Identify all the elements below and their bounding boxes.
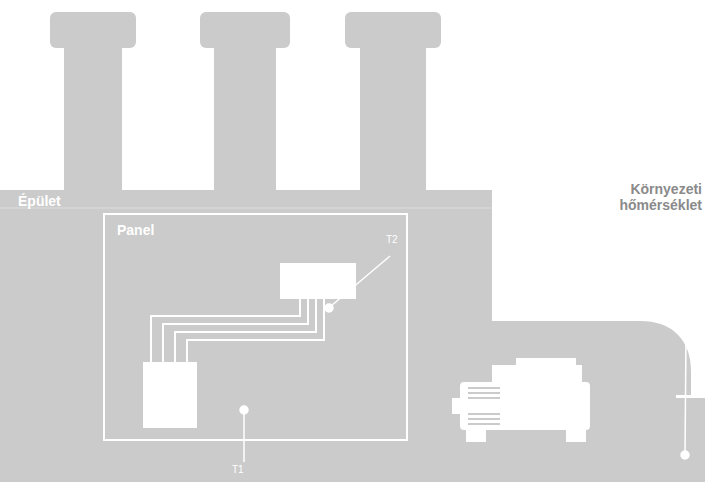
ambient-label: Környezeti hőmérséklet: [590, 181, 702, 213]
building-name: Épület: [18, 193, 61, 209]
building: ÉpületPanel: [0, 190, 705, 482]
sensor-leaders: [240, 224, 689, 462]
panel-devices: [143, 263, 356, 428]
building-body: [0, 190, 492, 482]
motor: [452, 358, 590, 442]
roof-line: [0, 208, 492, 209]
sensor-tag: T1: [232, 464, 256, 476]
panel-box: Panel: [103, 213, 408, 441]
chimneys: [50, 12, 441, 195]
panel-name: Panel: [117, 222, 154, 238]
sensor-tag: T2: [386, 234, 410, 246]
